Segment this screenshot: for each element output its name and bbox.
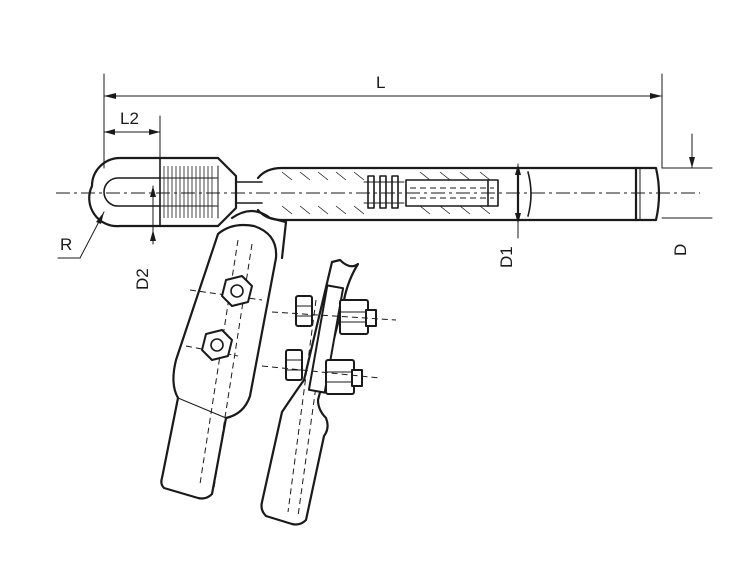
nut-upper-left	[295, 295, 313, 327]
nut-lower-right	[325, 359, 363, 395]
dimension-d1: D1	[497, 163, 521, 268]
dimension-arrow-left	[104, 93, 116, 99]
dimension-d2: D2	[133, 185, 156, 290]
jumper-terminal-left	[160, 223, 278, 500]
label-d2: D2	[133, 268, 152, 290]
outer-tube	[516, 166, 661, 222]
label-l2: L2	[120, 109, 139, 128]
label-d1: D1	[497, 246, 516, 268]
dimension-d: D	[661, 133, 713, 256]
jumper-terminal-right	[260, 258, 397, 526]
dimension-arrow-right	[650, 93, 662, 99]
dimension-r: R	[57, 211, 105, 259]
dimension-l2: L2	[103, 109, 161, 201]
dimension-l: L	[103, 73, 663, 169]
label-l: L	[376, 73, 385, 92]
label-r: R	[60, 235, 72, 254]
bolt-head-upper	[221, 275, 253, 307]
sleeve-body	[256, 166, 520, 222]
clevis-eye	[88, 156, 238, 228]
nut-lower-left	[285, 349, 303, 381]
thread-hatching	[159, 165, 219, 219]
label-d: D	[671, 244, 690, 256]
bolt-head-lower	[201, 329, 233, 361]
hanger-bracket	[230, 209, 288, 260]
